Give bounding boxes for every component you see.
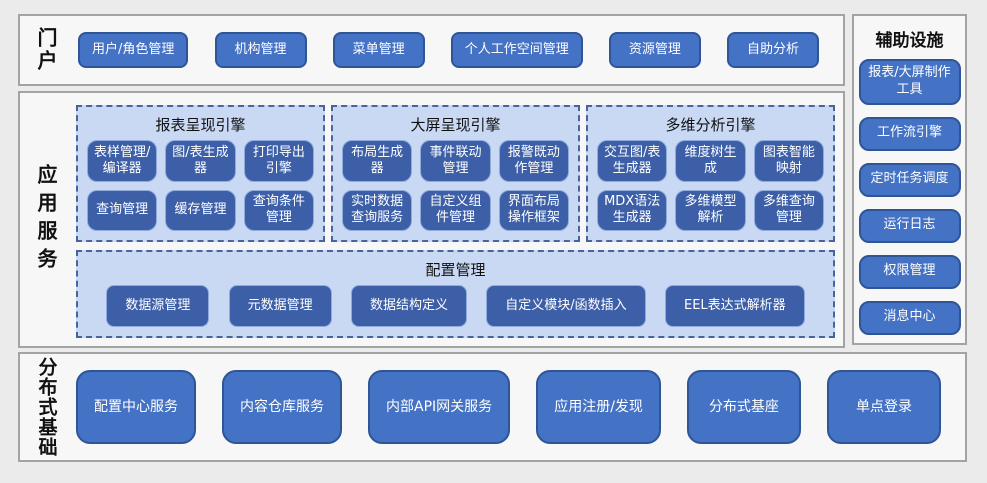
chart-smart-mapping-node: 图表智能映射 — [753, 140, 824, 182]
aux-facilities-column: 报表/大屏制作工具 工作流引擎 定时任务调度 运行日志 权限管理 消息中心 — [858, 59, 961, 335]
resource-mgmt-node: 资源管理 — [608, 32, 701, 68]
run-log-node: 运行日志 — [858, 208, 961, 243]
single-sign-on-node: 单点登录 — [826, 370, 941, 444]
content-repo-service-node: 内容仓库服务 — [222, 370, 343, 444]
report-render-engine-title: 报表呈现引擎 — [155, 116, 246, 134]
bigscreen-render-engine-grid: 布局生成器 事件联动管理 报警既动作管理 实时数据查询服务 自定义组件管理 界面… — [342, 140, 569, 231]
interactive-chart-generator-node: 交互图/表生成器 — [597, 140, 668, 182]
custom-module-function-insert-node: 自定义模块/函数插入 — [486, 285, 646, 327]
portal-button-row: 用户/角色管理 机构管理 菜单管理 个人工作空间管理 资源管理 自助分析 — [72, 32, 843, 68]
config-center-service-node: 配置中心服务 — [76, 370, 196, 444]
print-export-engine-node: 打印导出引擎 — [243, 140, 314, 182]
foundation-button-row: 配置中心服务 内容仓库服务 内部API网关服务 应用注册/发现 分布式基座 单点… — [72, 370, 965, 444]
config-mgmt-title: 配置管理 — [425, 261, 486, 279]
distributed-foundation-panel: 分布式基础 配置中心服务 内容仓库服务 内部API网关服务 应用注册/发现 分布… — [18, 352, 967, 462]
internal-api-gateway-service-node: 内部API网关服务 — [368, 370, 511, 444]
data-structure-definition-node: 数据结构定义 — [350, 285, 467, 327]
bigscreen-render-engine-group: 大屏呈现引擎 布局生成器 事件联动管理 报警既动作管理 实时数据查询服务 自定义… — [331, 105, 580, 242]
app-services-content: 报表呈现引擎 表样管理/编译器 图/表生成器 打印导出引擎 查询管理 缓存管理 … — [72, 93, 843, 346]
engines-row: 报表呈现引擎 表样管理/编译器 图/表生成器 打印导出引擎 查询管理 缓存管理 … — [76, 105, 835, 242]
distributed-base-node: 分布式基座 — [686, 370, 801, 444]
aux-facilities-panel: 辅助设施 报表/大屏制作工具 工作流引擎 定时任务调度 运行日志 权限管理 消息… — [852, 14, 967, 345]
portal-layer-panel: 门户 用户/角色管理 机构管理 菜单管理 个人工作空间管理 资源管理 自助分析 — [18, 14, 845, 86]
report-render-engine-group: 报表呈现引擎 表样管理/编译器 图/表生成器 打印导出引擎 查询管理 缓存管理 … — [76, 105, 325, 242]
permission-mgmt-node: 权限管理 — [858, 254, 961, 289]
ui-layout-framework-node: 界面布局操作框架 — [498, 189, 569, 231]
report-bigscreen-tool-node: 报表/大屏制作工具 — [858, 59, 961, 105]
mdx-syntax-generator-node: MDX语法生成器 — [597, 189, 668, 231]
multidim-model-parsing-node: 多维模型解析 — [675, 189, 746, 231]
multidim-analysis-engine-grid: 交互图/表生成器 维度树生成 图表智能映射 MDX语法生成器 多维模型解析 多维… — [597, 140, 824, 231]
cache-mgmt-node: 缓存管理 — [165, 189, 236, 231]
query-condition-mgmt-node: 查询条件管理 — [243, 189, 314, 231]
datasource-mgmt-node: 数据源管理 — [106, 285, 210, 327]
org-mgmt-node: 机构管理 — [214, 32, 307, 68]
report-render-engine-grid: 表样管理/编译器 图/表生成器 打印导出引擎 查询管理 缓存管理 查询条件管理 — [87, 140, 314, 231]
personal-workspace-mgmt-node: 个人工作空间管理 — [450, 32, 583, 68]
app-services-layer-label: 应用服务 — [34, 163, 58, 276]
bigscreen-render-engine-title: 大屏呈现引擎 — [410, 116, 501, 134]
metadata-mgmt-node: 元数据管理 — [228, 285, 332, 327]
event-linkage-mgmt-node: 事件联动管理 — [420, 140, 491, 182]
app-services-layer-panel: 应用服务 报表呈现引擎 表样管理/编译器 图/表生成器 打印导出引擎 查询管理 … — [18, 91, 845, 348]
scheduled-task-scheduler-node: 定时任务调度 — [858, 162, 961, 197]
multidim-analysis-engine-title: 多维分析引擎 — [665, 116, 756, 134]
query-mgmt-node: 查询管理 — [87, 189, 158, 231]
alarm-action-mgmt-node: 报警既动作管理 — [498, 140, 569, 182]
portal-layer-label: 门户 — [34, 27, 58, 73]
config-mgmt-row: 数据源管理 元数据管理 数据结构定义 自定义模块/函数插入 EEL表达式解析器 — [87, 285, 824, 327]
user-role-mgmt-node: 用户/角色管理 — [78, 32, 189, 68]
multidim-analysis-engine-group: 多维分析引擎 交互图/表生成器 维度树生成 图表智能映射 MDX语法生成器 多维… — [586, 105, 835, 242]
dimension-tree-generation-node: 维度树生成 — [675, 140, 746, 182]
layout-generator-node: 布局生成器 — [342, 140, 413, 182]
app-registration-discovery-node: 应用注册/发现 — [536, 370, 661, 444]
config-mgmt-group: 配置管理 数据源管理 元数据管理 数据结构定义 自定义模块/函数插入 EEL表达… — [76, 250, 835, 338]
message-center-node: 消息中心 — [858, 300, 961, 335]
multidim-query-mgmt-node: 多维查询管理 — [753, 189, 824, 231]
eel-expression-parser-node: EEL表达式解析器 — [665, 285, 805, 327]
menu-mgmt-node: 菜单管理 — [332, 32, 425, 68]
chart-table-generator-node: 图/表生成器 — [165, 140, 236, 182]
workflow-engine-node: 工作流引擎 — [858, 116, 961, 151]
self-service-analysis-node: 自助分析 — [726, 32, 819, 68]
custom-component-mgmt-node: 自定义组件管理 — [420, 189, 491, 231]
realtime-data-query-service-node: 实时数据查询服务 — [342, 189, 413, 231]
aux-facilities-title: 辅助设施 — [875, 31, 944, 51]
report-template-compiler-node: 表样管理/编译器 — [87, 140, 158, 182]
distributed-foundation-label: 分布式基础 — [35, 357, 58, 457]
